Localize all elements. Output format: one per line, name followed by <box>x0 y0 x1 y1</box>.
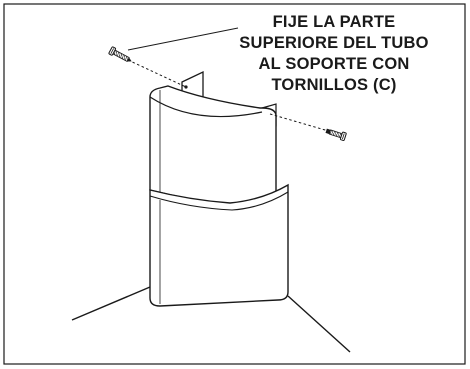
bracket-screw-hole-left <box>184 85 188 89</box>
left-screw-path <box>127 59 187 88</box>
instruction-line-1: FIJE LA PARTE <box>272 13 396 31</box>
screw-icon <box>325 128 347 141</box>
lower-duct-section <box>149 183 289 307</box>
instruction-line-2: SUPERIORE DEL TUBO <box>239 34 429 52</box>
instruction-callout: FIJE LA PARTE SUPERIORE DEL TUBO AL SOPO… <box>218 12 450 96</box>
wall-corner-line-left <box>71 286 151 321</box>
upper-duct-section <box>149 85 277 206</box>
duct-overlap-seam <box>149 191 289 211</box>
instruction-line-3: AL SOPORTE CON <box>258 55 410 73</box>
diagram-frame <box>3 3 466 365</box>
screw-icon <box>108 46 132 62</box>
wall-corner-line-right <box>287 295 351 353</box>
callout-leader-line <box>127 27 239 51</box>
instruction-line-4: TORNILLOS (C) <box>271 76 397 94</box>
right-screw-path <box>269 113 333 133</box>
